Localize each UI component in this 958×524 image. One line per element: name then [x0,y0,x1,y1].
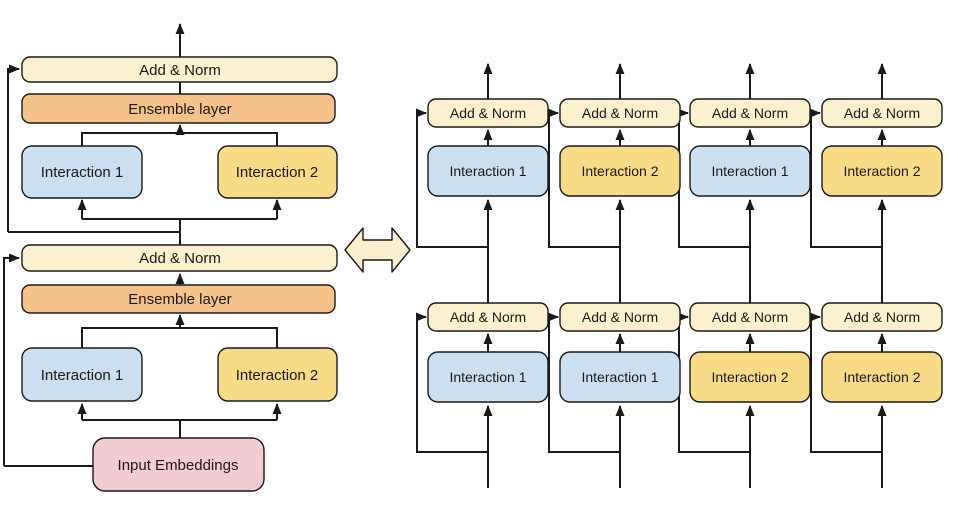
interaction-label: Interaction 1 [449,163,526,179]
interaction-2-label: Interaction 2 [236,367,319,384]
add-norm-box [427,302,549,332]
input-embeddings-label: Input Embeddings [118,457,239,474]
add-norm-box [559,98,681,128]
interaction-1-box [21,145,143,199]
interaction-label: Interaction 2 [581,163,658,179]
add-norm-label: Add & Norm [139,62,221,79]
unrolled-cell: Add & Norm Interaction 2 [821,98,943,197]
unrolled-cell: Add & Norm Interaction 2 [821,302,943,403]
ensemble-layer-label: Ensemble layer [128,101,231,118]
interaction-label: Interaction 1 [711,163,788,179]
add-norm-label: Add & Norm [582,105,658,121]
double-arrow-shape [344,227,411,273]
interaction-1-label: Interaction 1 [41,367,124,384]
interaction-1-label: Interaction 1 [41,164,124,181]
interaction-2-label: Interaction 2 [236,164,319,181]
interaction-box [427,351,549,403]
add-norm-label: Add & Norm [712,309,788,325]
merge-rail [81,132,278,146]
interaction-label: Interaction 2 [843,369,920,385]
add-norm-label: Add & Norm [712,105,788,121]
interaction-box [821,351,943,403]
interaction-box [821,145,943,197]
add-norm-box [21,244,338,272]
unrolled-cell: Add & Norm Interaction 1 [559,302,681,403]
equivalence-arrow-icon [344,227,411,273]
residual-connector [548,108,620,248]
add-norm-label: Add & Norm [844,309,920,325]
interaction-2-box [217,347,338,402]
ensemble-layer-label: Ensemble layer [128,291,231,308]
interaction-label: Interaction 2 [843,163,920,179]
interaction-box [427,145,549,197]
residual-connector [810,312,882,453]
residual-connector [548,312,620,453]
add-norm-box [559,302,681,332]
add-norm-label: Add & Norm [450,309,526,325]
add-norm-box [689,302,811,332]
interaction-label: Interaction 2 [711,369,788,385]
residual-connector [416,312,488,453]
stacked-block-diagram: Add & Norm Ensemble layer Interaction 1 … [3,23,338,492]
residual-connector [416,108,488,248]
unrolled-block-diagram: Add & Norm Interaction 1 Add & Norm Inte… [416,63,943,488]
add-norm-box [427,98,549,128]
input-embeddings-box [92,437,265,492]
residual-connector [3,253,20,466]
interaction-box [689,351,811,403]
add-norm-box [821,302,943,332]
residual-connector [7,64,20,232]
interaction-box [689,145,811,197]
add-norm-label: Add & Norm [582,309,658,325]
interaction-label: Interaction 1 [449,369,526,385]
add-norm-box [821,98,943,128]
ensemble-layer-box [21,93,336,124]
ensemble-layer-box [21,284,336,314]
merge-rail [81,327,278,348]
interaction-1-box [21,347,143,402]
add-norm-label: Add & Norm [844,105,920,121]
residual-connector [810,108,882,248]
unrolled-cell: Add & Norm Interaction 1 [427,302,549,403]
interaction-box [559,351,681,403]
add-norm-label: Add & Norm [450,105,526,121]
interaction-box [559,145,681,197]
unrolled-cell: Add & Norm Interaction 1 [427,98,549,197]
unrolled-cell: Add & Norm Interaction 2 [559,98,681,197]
interaction-label: Interaction 1 [581,369,658,385]
add-norm-label: Add & Norm [139,250,221,267]
interaction-2-box [217,145,338,199]
add-norm-box [21,56,338,83]
add-norm-box [689,98,811,128]
unrolled-cell: Add & Norm Interaction 1 [689,98,811,197]
unrolled-cell: Add & Norm Interaction 2 [689,302,811,403]
